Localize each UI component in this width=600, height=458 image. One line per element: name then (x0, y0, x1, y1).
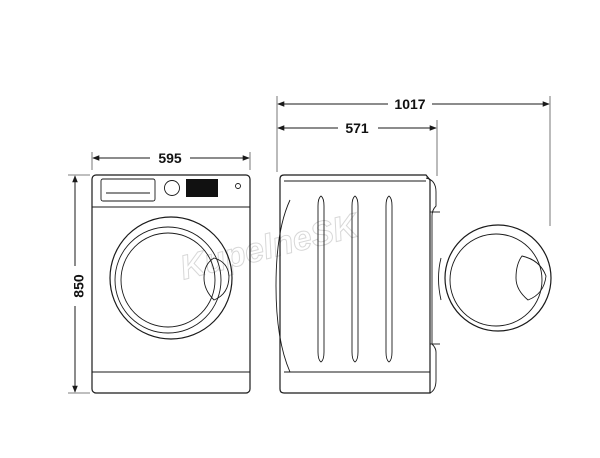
front-view: 595 850 (67, 150, 251, 394)
program-knob (164, 180, 180, 196)
front-door (109, 216, 233, 340)
open-door (438, 224, 552, 332)
depth-door-open-label: 1017 (394, 96, 425, 112)
dimension-height: 850 (67, 174, 90, 394)
front-body (91, 174, 251, 394)
side-body (279, 174, 431, 394)
detergent-drawer (100, 178, 156, 202)
side-door-hinge (425, 177, 437, 394)
side-view: 571 1017 (275, 96, 552, 394)
dimension-depth: 571 (276, 120, 438, 176)
control-display (186, 179, 218, 197)
width-label: 595 (158, 150, 182, 166)
depth-label: 571 (345, 120, 369, 136)
height-label: 850 (71, 274, 87, 298)
dimension-width: 595 (91, 150, 251, 170)
dimension-depth-door-open: 1017 (276, 96, 551, 226)
power-button-icon (235, 183, 241, 189)
